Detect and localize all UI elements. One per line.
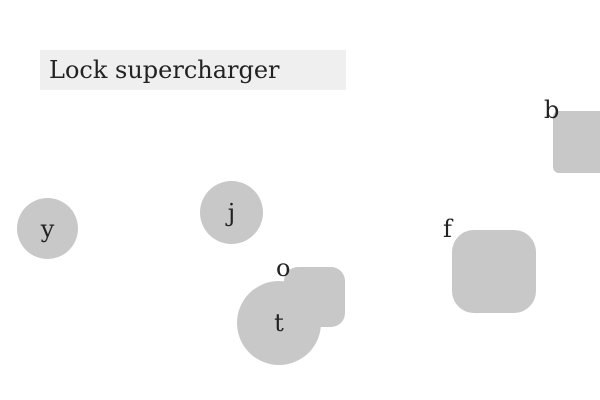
target-circle-t[interactable]: t: [237, 281, 321, 365]
target-label-f: f: [443, 215, 452, 243]
target-circle-y[interactable]: y: [17, 198, 78, 259]
target-label-j: j: [227, 198, 236, 227]
target-label-b: b: [544, 96, 560, 124]
target-square-f[interactable]: [452, 230, 536, 313]
target-circle-j[interactable]: j: [200, 181, 263, 244]
instruction-title: Lock supercharger: [40, 50, 346, 90]
target-label-o: o: [276, 254, 291, 282]
target-label-y: y: [40, 214, 55, 243]
instruction-title-text: Lock supercharger: [49, 56, 280, 84]
target-square-b[interactable]: [553, 111, 600, 173]
target-label-t: t: [274, 309, 284, 337]
